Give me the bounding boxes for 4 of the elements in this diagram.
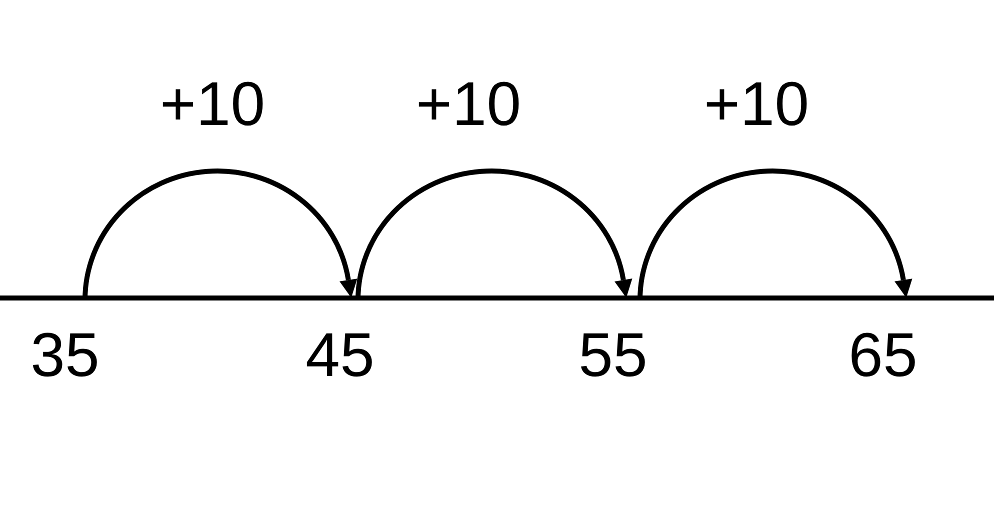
number-label: 45 bbox=[306, 300, 374, 387]
number-label: 55 bbox=[578, 300, 648, 387]
number-label: 35 bbox=[30, 300, 100, 387]
number-label: 65 bbox=[848, 300, 918, 387]
